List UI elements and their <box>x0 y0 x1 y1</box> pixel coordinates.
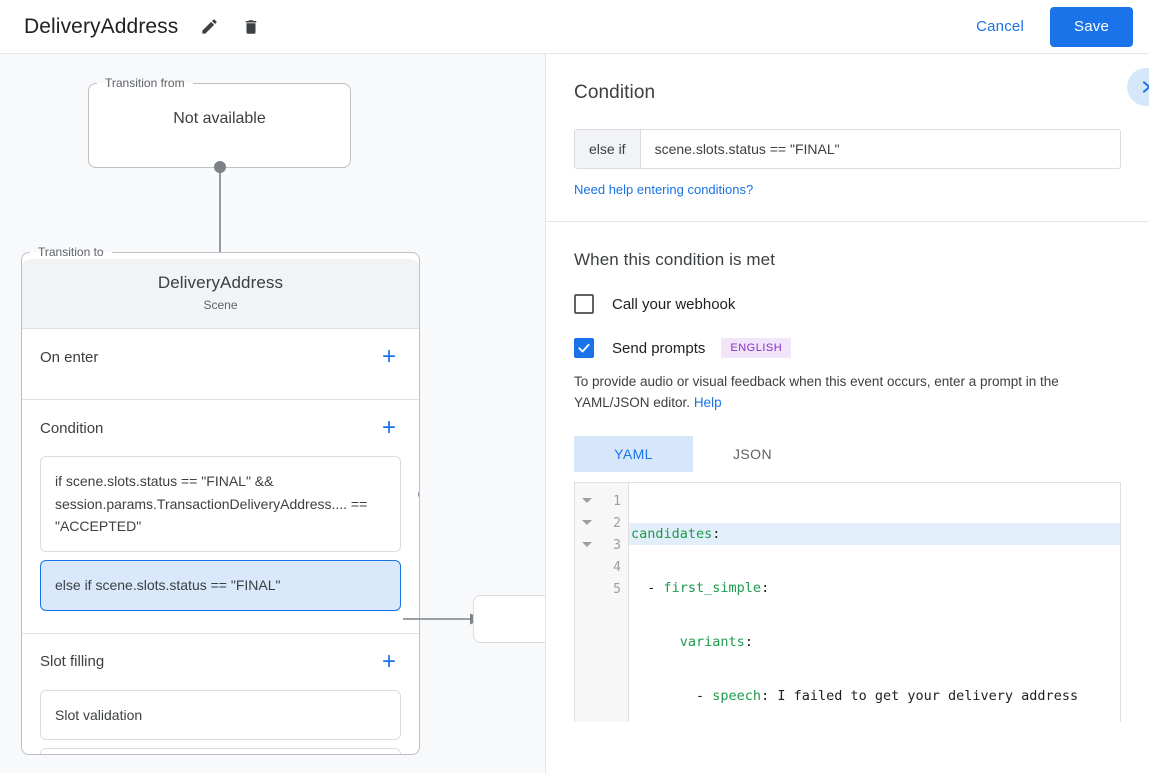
cancel-button[interactable]: Cancel <box>962 10 1038 43</box>
transition-to-legend: Transition to <box>38 245 104 259</box>
section-title-slot-filling: Slot filling <box>40 653 105 671</box>
condition-expression-input[interactable] <box>640 130 1120 168</box>
add-slot-filling-button[interactable]: + <box>381 647 396 675</box>
gutter-row: 4 <box>575 557 628 579</box>
scene-type: Scene <box>203 298 238 312</box>
send-prompts-checkbox[interactable] <box>574 338 594 358</box>
add-on-enter-button[interactable]: + <box>381 343 396 370</box>
top-bar-actions: Cancel Save <box>962 6 1149 47</box>
transition-from-card[interactable]: Transition from Not available <box>88 76 351 168</box>
flow-graph-panel: Transition from Not available Transition… <box>0 54 545 773</box>
code-line: variants: <box>679 633 753 650</box>
condition-expression-row: else if <box>574 129 1121 169</box>
transition-to-card: Transition to DeliveryAddress Scene On e… <box>21 245 420 755</box>
code-line: - speech: I failed to get your delivery … <box>696 687 1079 704</box>
gutter-row: 5 <box>575 579 628 601</box>
section-title-condition: Condition <box>40 419 104 437</box>
tab-json[interactable]: JSON <box>733 445 772 462</box>
condition-panel-title: Condition <box>574 82 656 103</box>
transition-from-legend: Transition from <box>105 76 185 90</box>
line-number: 3 <box>613 538 621 554</box>
prompt-description: To provide audio or visual feedback when… <box>574 372 1121 414</box>
editor-code-area[interactable]: candidates: - first_simple: variants: - … <box>629 483 1120 722</box>
section-condition: Condition + if scene.slots.status == "FI… <box>22 400 419 634</box>
yaml-code-editor[interactable]: 1 2 3 4 5 candidates: - first_simple: va… <box>574 481 1121 722</box>
tab-yaml[interactable]: YAML <box>574 435 693 472</box>
webhook-label: Call your webhook <box>612 295 736 313</box>
transition-from-value: Not available <box>173 110 266 127</box>
when-condition-met-title: When this condition is met <box>574 250 776 269</box>
send-prompts-row[interactable]: Send prompts ENGLISH <box>574 338 1121 358</box>
condition-detail-panel: Condition else if Need help entering con… <box>545 54 1149 773</box>
code-line: - first_simple: <box>647 579 770 596</box>
webhook-row[interactable]: Call your webhook <box>574 294 1121 314</box>
gutter-row: 2 <box>575 513 628 535</box>
save-button[interactable]: Save <box>1050 6 1133 47</box>
condition-output-port[interactable] <box>418 490 419 499</box>
section-on-enter: On enter + <box>22 329 419 400</box>
when-condition-met-block: When this condition is met Call your web… <box>546 222 1149 750</box>
scene-name: DeliveryAddress <box>157 273 284 292</box>
line-number: 5 <box>613 582 621 598</box>
condition-operator-prefix: else if <box>575 130 641 168</box>
slot-filling-item[interactable]: Slot validation <box>40 689 401 741</box>
condition-help-link[interactable]: Need help entering conditions? <box>574 182 754 197</box>
line-number: 2 <box>613 516 621 532</box>
fold-arrow-icon[interactable] <box>582 541 592 547</box>
line-number: 1 <box>613 494 621 510</box>
next-node-card[interactable] <box>473 595 545 643</box>
code-line: candidates: <box>629 522 1120 545</box>
condition-item[interactable]: if scene.slots.status == "FINAL" && sess… <box>40 456 401 553</box>
prompt-help-link[interactable]: Help <box>693 394 722 410</box>
section-slot-filling: Slot filling + Slot validation Transacti… <box>22 634 419 754</box>
gutter-row: 1 <box>575 491 628 513</box>
language-badge: ENGLISH <box>721 338 792 358</box>
pencil-icon[interactable] <box>198 15 220 39</box>
condition-block: Condition else if Need help entering con… <box>546 54 1149 222</box>
gutter-row: 3 <box>575 535 628 557</box>
condition-item-selected[interactable]: else if scene.slots.status == "FINAL" <box>40 560 401 611</box>
fold-arrow-icon[interactable] <box>582 497 592 503</box>
scene-header: DeliveryAddress Scene <box>22 259 419 329</box>
line-number: 4 <box>613 560 621 576</box>
editor-gutter: 1 2 3 4 5 <box>575 482 629 722</box>
add-condition-button[interactable]: + <box>381 414 396 441</box>
editor-format-tabs: YAML JSON <box>574 435 1121 472</box>
page-title: DeliveryAddress <box>24 14 179 38</box>
trash-icon[interactable] <box>240 15 262 39</box>
fold-arrow-icon[interactable] <box>582 519 592 525</box>
prompt-description-text: To provide audio or visual feedback when… <box>574 374 1059 410</box>
top-app-bar: DeliveryAddress Cancel Save <box>0 0 1149 54</box>
webhook-checkbox[interactable] <box>574 294 594 314</box>
section-title-on-enter: On enter <box>40 348 99 366</box>
send-prompts-label: Send prompts <box>612 339 706 357</box>
slot-filling-item[interactable]: TransactionDeliveryAddress <box>40 748 401 754</box>
chevron-right-icon[interactable] <box>1127 68 1149 106</box>
